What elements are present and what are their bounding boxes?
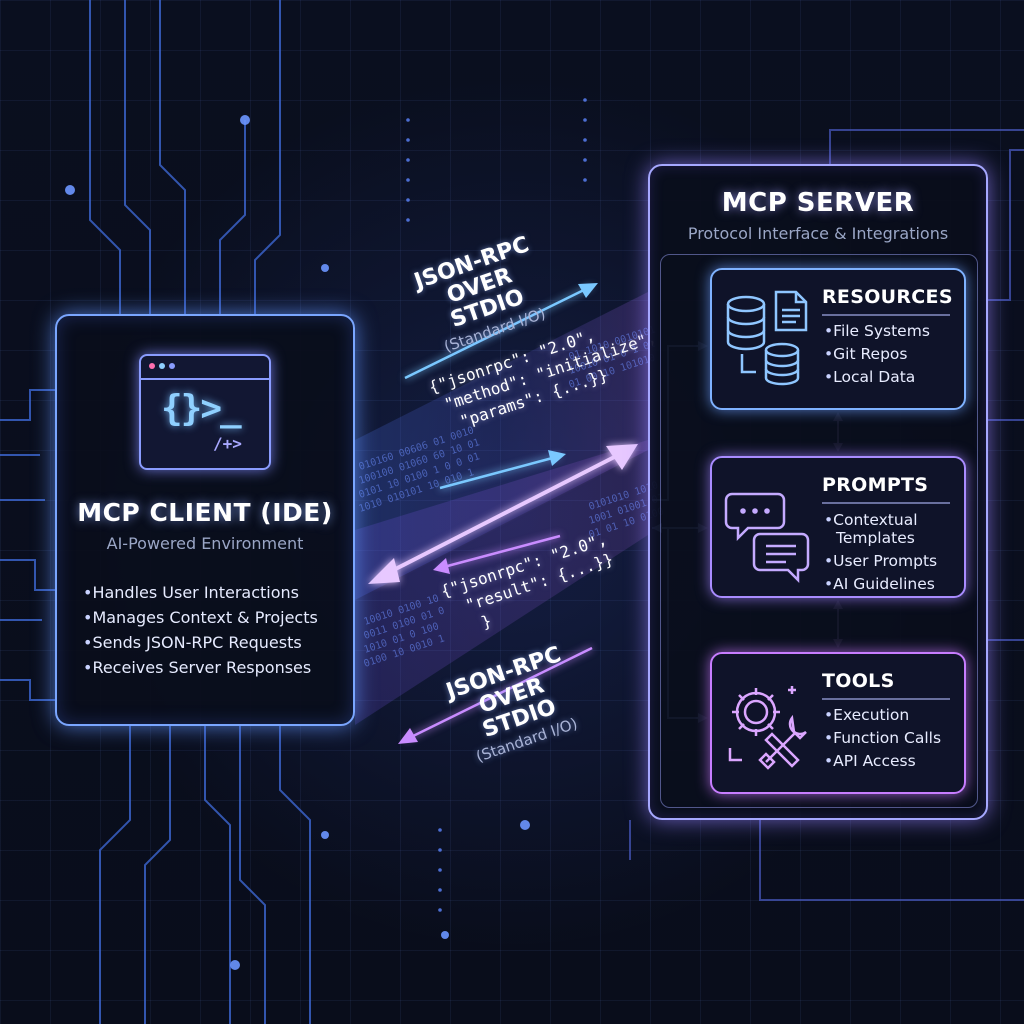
list-item: Function Calls [824, 727, 941, 750]
mcp-client-card: {}>_ /+> MCP CLIENT (IDE) AI-Powered Env… [55, 314, 355, 726]
list-item: Receives Server Responses [83, 655, 318, 680]
divider [822, 314, 950, 316]
window-dot-icon [149, 363, 155, 369]
code-braces-icon: {}>_ [161, 388, 242, 429]
code-slash-icon: /+> [213, 434, 242, 453]
list-item: Local Data [824, 366, 930, 389]
window-dot-icon [169, 363, 175, 369]
list-item: AI Guidelines [824, 573, 937, 596]
list-item: File Systems [824, 320, 930, 343]
list-item: Execution [824, 704, 941, 727]
list-item: Handles User Interactions [83, 580, 318, 605]
ide-window-icon: {}>_ /+> [139, 354, 271, 470]
database-icon [726, 290, 808, 386]
tools-list: Execution Function Calls API Access [824, 704, 941, 773]
prompts-title: PROMPTS [822, 474, 929, 496]
bidirectional-arrow [368, 444, 638, 584]
ide-window-titlebar [141, 356, 269, 380]
resources-list: File Systems Git Repos Local Data [824, 320, 930, 389]
client-subtitle: AI-Powered Environment [106, 534, 304, 553]
list-item: Manages Context & Projects [83, 605, 317, 630]
client-responsibilities: Handles User Interactions Manages Contex… [83, 580, 318, 680]
server-title: MCP SERVER [721, 188, 915, 218]
client-title: MCP CLIENT (IDE) [77, 498, 333, 527]
response-beam [355, 440, 648, 725]
divider [822, 502, 950, 504]
gear-wrench-icon [728, 686, 807, 770]
list-item: Git Repos [824, 343, 930, 366]
resources-module: RESOURCES File Systems Git Repos Local D… [710, 268, 966, 410]
window-dot-icon [159, 363, 165, 369]
divider [822, 698, 950, 700]
chat-bubbles-icon [724, 492, 810, 584]
list-item-text: Contextual [833, 511, 918, 529]
tools-title: TOOLS [822, 670, 895, 692]
list-item: User Prompts [824, 550, 937, 573]
list-item-continuation: Templates [836, 529, 915, 547]
resources-title: RESOURCES [822, 286, 953, 308]
server-subtitle: Protocol Interface & Integrations [687, 224, 949, 243]
list-item: Sends JSON-RPC Requests [83, 630, 318, 655]
server-modules-panel [660, 254, 978, 808]
tools-module: TOOLS Execution Function Calls API Acces… [710, 652, 966, 794]
list-item: API Access [824, 750, 941, 773]
